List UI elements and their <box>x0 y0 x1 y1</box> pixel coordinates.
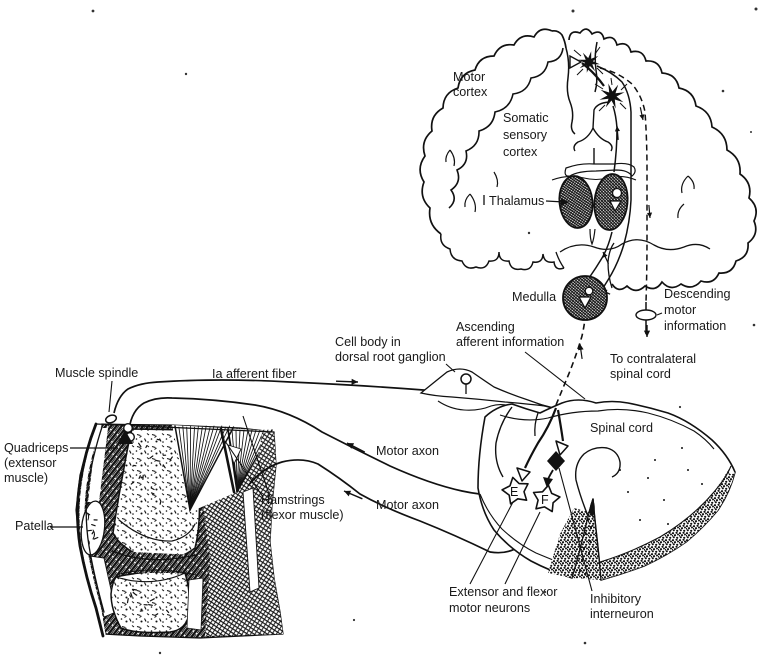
svg-text:F: F <box>541 493 549 507</box>
svg-text:To contralateral: To contralateral <box>610 352 696 366</box>
svg-text:Motor axon: Motor axon <box>376 498 439 512</box>
svg-text:Motor axon: Motor axon <box>376 444 439 458</box>
svg-text:Motor: Motor <box>453 70 485 84</box>
svg-text:Descending: Descending <box>664 287 731 301</box>
svg-text:Inhibitory: Inhibitory <box>590 592 642 606</box>
svg-text:motor neurons: motor neurons <box>449 601 530 615</box>
svg-text:Quadriceps: Quadriceps <box>4 441 68 455</box>
svg-text:Spinal cord: Spinal cord <box>590 421 653 435</box>
svg-text:motor: motor <box>664 303 696 317</box>
svg-text:muscle): muscle) <box>4 471 48 485</box>
svg-text:Ia afferent fiber: Ia afferent fiber <box>212 367 296 381</box>
svg-text:Medulla: Medulla <box>512 290 556 304</box>
svg-text:Somatic: Somatic <box>503 111 549 125</box>
svg-text:Ascending: Ascending <box>456 320 515 334</box>
svg-text:E: E <box>510 485 518 499</box>
svg-text:(flexor muscle): (flexor muscle) <box>261 508 344 522</box>
svg-text:Hamstrings: Hamstrings <box>261 493 325 507</box>
svg-text:(extensor: (extensor <box>4 456 57 470</box>
svg-text:Cell body in: Cell body in <box>335 335 401 349</box>
svg-text:cortex: cortex <box>503 145 538 159</box>
svg-text:cortex: cortex <box>453 85 488 99</box>
svg-text:spinal cord: spinal cord <box>610 367 671 381</box>
svg-text:information: information <box>664 319 726 333</box>
svg-text:afferent information: afferent information <box>456 335 564 349</box>
svg-text:sensory: sensory <box>503 128 548 142</box>
svg-text:interneuron: interneuron <box>590 607 654 621</box>
svg-text:Thalamus: Thalamus <box>489 194 544 208</box>
svg-text:dorsal root ganglion: dorsal root ganglion <box>335 350 446 364</box>
svg-text:Extensor and flexor: Extensor and flexor <box>449 585 558 599</box>
svg-text:Muscle spindle: Muscle spindle <box>55 366 138 380</box>
svg-text:Patella: Patella <box>15 519 54 533</box>
